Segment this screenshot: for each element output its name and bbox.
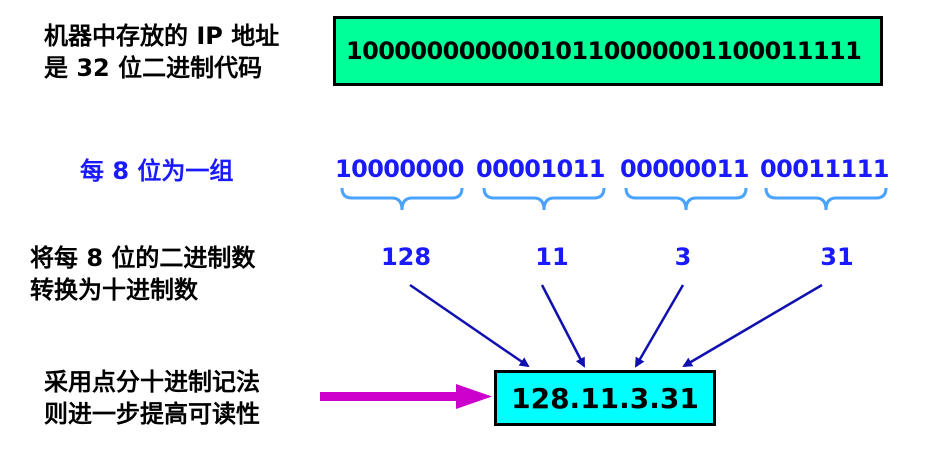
brace-4	[764, 187, 888, 211]
brace-2	[482, 187, 606, 211]
octet-3: 00000011	[620, 155, 749, 183]
dotted-decimal-box: 128.11.3.31	[494, 370, 716, 426]
arrow-decimal-3	[634, 284, 685, 368]
big-arrow	[320, 384, 492, 409]
binary-address-box: 10000000000010110000001100011111	[333, 16, 883, 86]
stored-address-label: 机器中存放的 IP 地址 是 32 位二进制代码	[44, 20, 279, 84]
decimal-3: 3	[674, 243, 692, 271]
stored-address-label-line1: 机器中存放的 IP 地址	[44, 22, 280, 50]
binary-address-text: 10000000000010110000001100011111	[346, 37, 862, 65]
decimal-2: 11	[535, 243, 569, 271]
convert-label: 将每 8 位的二进制数 转换为十进制数	[30, 242, 255, 306]
arrow-decimal-2	[540, 284, 586, 368]
convert-label-line2: 转换为十进制数	[30, 276, 198, 304]
stored-address-label-line2: 是 32 位二进制代码	[44, 54, 263, 82]
octet-4: 00011111	[760, 155, 889, 183]
notation-label-line2: 则进一步提高可读性	[44, 400, 260, 428]
brace-1	[340, 187, 464, 211]
arrow-decimal-4	[682, 283, 823, 368]
notation-label-line1: 采用点分十进制记法	[44, 368, 260, 396]
dotted-decimal-text: 128.11.3.31	[511, 381, 699, 415]
notation-label: 采用点分十进制记法 则进一步提高可读性	[44, 366, 260, 430]
octet-2: 00001011	[476, 155, 605, 183]
octet-1: 10000000	[335, 155, 464, 183]
brace-3	[624, 187, 748, 211]
group-label: 每 8 位为一组	[80, 157, 234, 185]
decimal-1: 128	[380, 243, 432, 271]
convert-label-line1: 将每 8 位的二进制数	[30, 244, 256, 272]
arrow-decimal-1	[409, 283, 530, 368]
decimal-4: 31	[820, 243, 854, 271]
